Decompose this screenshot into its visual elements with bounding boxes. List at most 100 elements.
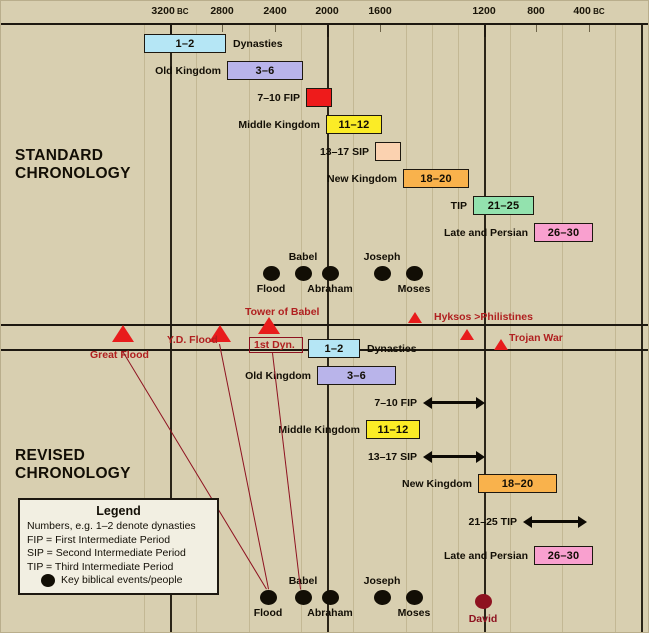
- revised-title-line2: CHRONOLOGY: [15, 465, 131, 482]
- center-axis-rule: [1, 324, 648, 326]
- arrow-head-left-icon: [523, 515, 532, 528]
- arrow-head-right-icon: [578, 515, 587, 528]
- axis-label-suffix: BC: [174, 7, 189, 16]
- standard-event-label-flood: Flood: [256, 283, 286, 295]
- gridline-minor: [510, 23, 511, 632]
- standard-bar-dyn-1-2: 1–2: [144, 34, 226, 53]
- revised-bar-r-dyn-26-30: 26–30: [534, 546, 593, 565]
- revised-event-dot-joseph: [374, 590, 391, 605]
- gridline-minor: [196, 23, 197, 632]
- arrow-shaft: [532, 520, 578, 523]
- standard-event-dot-joseph: [374, 266, 391, 281]
- standard-barlabel-dyn-11-12: Middle Kingdom: [238, 118, 320, 131]
- revised-event-label-flood: Flood: [253, 607, 283, 619]
- arrow-shaft: [432, 455, 476, 458]
- revised-event-label-joseph: Joseph: [363, 575, 401, 587]
- revised-chronology-title: REVISED CHRONOLOGY: [15, 447, 131, 483]
- revised-arrow-r-dyn-13-17: [423, 447, 485, 466]
- axis-tick: [222, 23, 223, 32]
- marker-label-great-flood: Great Flood: [90, 349, 149, 361]
- arrow-head-left-icon: [423, 396, 432, 409]
- revised-event-dot-babel: [295, 590, 312, 605]
- standard-chronology-title: STANDARD CHRONOLOGY: [15, 147, 131, 183]
- marker-triangle-great-flood: [112, 325, 134, 342]
- revised-bar-r-dyn-1-2: 1–2: [308, 339, 360, 358]
- revised-event-label-abraham: Abraham: [307, 607, 353, 619]
- standard-barlabel-dyn-26-30: Late and Persian: [443, 226, 528, 239]
- revised-bar-r-dyn-3-6: 3–6: [317, 366, 396, 385]
- revised-barlabel-r-dyn-1-2: Dynasties: [367, 342, 417, 355]
- standard-event-label-joseph: Joseph: [363, 251, 401, 263]
- legend-row: FIP = First Intermediate Period: [27, 533, 171, 546]
- axis-label: 2800: [210, 5, 234, 17]
- revised-event-dot-flood: [260, 590, 277, 605]
- axis-label: 400 BC: [573, 5, 605, 17]
- standard-barlabel-dyn-1-2: Dynasties: [233, 37, 283, 50]
- gridline-minor: [615, 23, 616, 632]
- axis-label: 2400: [263, 5, 287, 17]
- axis-label-suffix: BC: [590, 7, 605, 16]
- revised-arrow-r-dyn-7-10: [423, 393, 485, 412]
- legend-dot-label: Key biblical events/people: [61, 574, 183, 586]
- revised-barlabel-r-dyn-18-20: New Kingdom: [402, 477, 472, 490]
- axis-label: 3200 BC: [151, 5, 189, 17]
- gridline-minor: [353, 23, 354, 632]
- legend-box: Legend Numbers, e.g. 1–2 denote dynastie…: [18, 498, 219, 595]
- standard-bar-dyn-7-10: [306, 88, 332, 107]
- legend-row: TIP = Third Intermediate Period: [27, 560, 174, 573]
- axis-tick: [380, 23, 381, 32]
- revised-event-dot-david: [475, 594, 492, 609]
- standard-title-line2: CHRONOLOGY: [15, 165, 131, 182]
- marker-label-y-d-flood: Y.D. Flood: [167, 334, 218, 346]
- standard-bar-dyn-26-30: 26–30: [534, 223, 593, 242]
- standard-bar-dyn-13-17: [375, 142, 401, 161]
- standard-event-dot-flood: [263, 266, 280, 281]
- marker-label-tower-of-babel: Tower of Babel: [245, 306, 320, 318]
- axis-label: 1200: [472, 5, 496, 17]
- standard-bar-dyn-11-12: 11–12: [326, 115, 382, 134]
- top-axis-rule: [1, 23, 648, 25]
- legend-dot-row: Key biblical events/people: [27, 574, 210, 588]
- axis-tick: [484, 23, 486, 37]
- gridline-major: [170, 23, 172, 632]
- standard-event-label-moses: Moses: [397, 283, 431, 295]
- marker-triangle-trojan-war: [494, 339, 508, 350]
- gridline-minor: [562, 23, 563, 632]
- gridline-minor: [249, 23, 250, 632]
- marker-triangle-philistines: [460, 329, 474, 340]
- gridline-minor: [458, 23, 459, 632]
- revised-event-dot-moses: [406, 590, 423, 605]
- revised-bar-r-dyn-18-20: 18–20: [478, 474, 557, 493]
- revised-barlabel-r-dyn-26-30: Late and Persian: [443, 549, 528, 562]
- legend-row: SIP = Second Intermediate Period: [27, 547, 186, 559]
- marker-triangle-y-d-flood: [209, 325, 231, 342]
- arrow-head-left-icon: [423, 450, 432, 463]
- arrow-head-right-icon: [476, 450, 485, 463]
- axis-tick: [589, 23, 590, 32]
- marker-triangle-hyksos-philistines: [408, 312, 422, 323]
- gridline-minor: [301, 23, 302, 632]
- standard-event-dot-abraham: [322, 266, 339, 281]
- axis-label: 800: [527, 5, 545, 17]
- standard-barlabel-dyn-18-20: New Kingdom: [327, 172, 397, 185]
- standard-barlabel-dyn-13-17: 13–17 SIP: [319, 145, 369, 158]
- axis-tick: [536, 23, 537, 32]
- marker-label-trojan-war: Trojan War: [509, 332, 563, 344]
- gridline-major: [641, 23, 643, 632]
- standard-bar-dyn-18-20: 18–20: [403, 169, 469, 188]
- axis-tick: [327, 23, 329, 37]
- standard-event-label-babel: Babel: [288, 251, 318, 263]
- revised-event-dot-abraham: [322, 590, 339, 605]
- axis-tick: [275, 23, 276, 32]
- axis-label: 2000: [315, 5, 339, 17]
- legend-title: Legend: [96, 504, 141, 518]
- revised-event-label-babel: Babel: [288, 575, 318, 587]
- arrow-head-right-icon: [476, 396, 485, 409]
- marker-triangle-tower-of-babel: [258, 317, 280, 334]
- gridline-major: [327, 23, 329, 632]
- standard-barlabel-dyn-3-6: Old Kingdom: [155, 64, 221, 77]
- revised-barlabel-r-dyn-21-25: 21–25 TIP: [468, 515, 517, 528]
- revised-event-label-moses: Moses: [397, 607, 431, 619]
